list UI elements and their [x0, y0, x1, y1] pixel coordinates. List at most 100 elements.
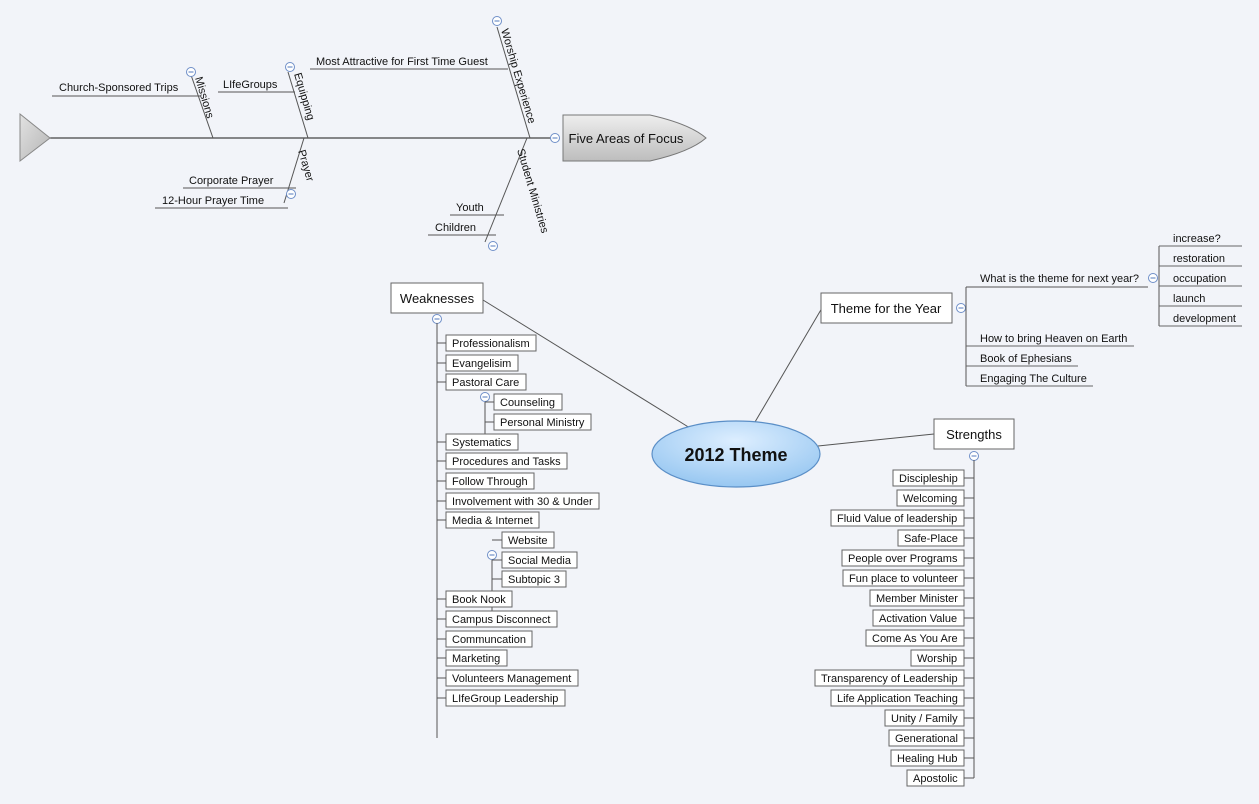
collapse-toggle-icon[interactable] [487, 550, 497, 560]
topic-label: Life Application Teaching [837, 693, 958, 705]
topic-welcoming[interactable]: Welcoming [896, 489, 965, 507]
topic-label: Website [508, 535, 548, 547]
central-topic[interactable]: 2012 Theme [651, 420, 821, 488]
topic-lifegroup-leadership[interactable]: LIfeGroup Leadership [445, 689, 566, 707]
topic-healing-hub[interactable]: Healing Hub [890, 749, 965, 767]
topic-label: Procedures and Tasks [452, 456, 561, 468]
topic-label: Healing Hub [897, 753, 958, 765]
leaf-youth[interactable]: Youth [456, 202, 484, 214]
topic-unity-family[interactable]: Unity / Family [884, 709, 965, 727]
topic-safe-place[interactable]: Safe-Place [897, 529, 965, 547]
collapse-toggle-icon[interactable] [550, 133, 560, 143]
topic-label: Transparency of Leadership [821, 673, 958, 685]
topic-social-media[interactable]: Social Media [501, 551, 578, 569]
topic-label: Fluid Value of leadership [837, 513, 957, 525]
topic-marketing[interactable]: Marketing [445, 649, 508, 667]
answer-occupation[interactable]: occupation [1173, 273, 1226, 285]
theme-title: Theme for the Year [831, 301, 942, 316]
topic-label: Activation Value [879, 613, 957, 625]
leaf-corporate-prayer[interactable]: Corporate Prayer [189, 175, 274, 187]
bone-missions[interactable]: Missions [192, 75, 216, 120]
connector-strengths [817, 433, 935, 447]
fishbone-diagram: Five Areas of Focus Worship Experience M… [19, 16, 707, 251]
topic-worship[interactable]: Worship [910, 649, 965, 667]
theme-question[interactable]: What is the theme for next year? [980, 273, 1139, 285]
topic-label: Follow Through [452, 476, 528, 488]
subtopic-how-to-bring-heaven-on-earth[interactable]: How to bring Heaven on Earth [980, 333, 1127, 345]
topic-apostolic[interactable]: Apostolic [906, 769, 965, 787]
topic-book-nook[interactable]: Book Nook [445, 590, 513, 608]
topic-volunteers-management[interactable]: Volunteers Management [445, 669, 579, 687]
theme-topic[interactable] [820, 292, 953, 324]
topic-label: Fun place to volunteer [849, 573, 958, 585]
topic-label: Apostolic [913, 773, 958, 785]
topic-communcation[interactable]: Communcation [445, 630, 533, 648]
topic-life-application-teaching[interactable]: Life Application Teaching [830, 689, 965, 707]
topic-procedures-and-tasks[interactable]: Procedures and Tasks [445, 452, 568, 470]
bone-prayer[interactable]: Prayer [295, 148, 316, 183]
topic-subtopic-3[interactable]: Subtopic 3 [501, 570, 567, 588]
topic-involvement-with-30-under[interactable]: Involvement with 30 & Under [445, 492, 600, 510]
topic-label: Generational [895, 733, 958, 745]
topic-label: Welcoming [903, 493, 957, 505]
topic-evangelisim[interactable]: Evangelisim [445, 354, 519, 372]
connector-theme [754, 307, 823, 423]
topic-label: Involvement with 30 & Under [452, 496, 593, 508]
answer-development[interactable]: development [1173, 313, 1236, 325]
topic-pastoral-care[interactable]: Pastoral Care [445, 373, 527, 391]
collapse-toggle-icon[interactable] [488, 241, 498, 251]
topic-campus-disconnect[interactable]: Campus Disconnect [445, 610, 558, 628]
weaknesses-topic[interactable] [390, 282, 484, 314]
collapse-toggle-icon[interactable] [969, 451, 979, 461]
collapse-toggle-icon[interactable] [956, 303, 966, 313]
leaf-church-trips[interactable]: Church-Sponsored Trips [59, 82, 179, 94]
answer-increase[interactable]: increase? [1173, 233, 1221, 245]
topic-label: Subtopic 3 [508, 574, 560, 586]
topic-label: Campus Disconnect [452, 614, 550, 626]
strengths-topic[interactable] [933, 418, 1015, 450]
topic-label: LIfeGroup Leadership [452, 693, 558, 705]
topic-personal-ministry[interactable]: Personal Ministry [493, 413, 592, 431]
fishbone-head[interactable]: Five Areas of Focus [562, 114, 707, 162]
topic-label: Systematics [452, 437, 512, 449]
collapse-toggle-icon[interactable] [1148, 273, 1158, 283]
connector-weaknesses [482, 299, 691, 429]
collapse-toggle-icon[interactable] [492, 16, 502, 26]
collapse-toggle-icon[interactable] [432, 314, 442, 324]
topic-label: Safe-Place [904, 533, 958, 545]
topic-label: People over Programs [848, 553, 958, 565]
leaf-children[interactable]: Children [435, 222, 476, 234]
subtopic-engaging-the-culture[interactable]: Engaging The Culture [980, 373, 1087, 385]
topic-follow-through[interactable]: Follow Through [445, 472, 535, 490]
collapse-toggle-icon[interactable] [286, 189, 296, 199]
collapse-toggle-icon[interactable] [285, 62, 295, 72]
topic-activation-value[interactable]: Activation Value [872, 609, 965, 627]
bone-worship-experience[interactable]: Worship Experience [498, 27, 537, 125]
topic-fluid-value-of-leadership[interactable]: Fluid Value of leadership [830, 509, 965, 527]
topic-counseling[interactable]: Counseling [493, 393, 563, 411]
topic-media-internet[interactable]: Media & Internet [445, 511, 540, 529]
topic-people-over-programs[interactable]: People over Programs [841, 549, 965, 567]
leaf-most-attractive[interactable]: Most Attractive for First Time Guest [316, 56, 488, 68]
collapse-toggle-icon[interactable] [186, 67, 196, 77]
topic-generational[interactable]: Generational [888, 729, 965, 747]
topic-systematics[interactable]: Systematics [445, 433, 519, 451]
topic-website[interactable]: Website [501, 531, 555, 549]
bone-student-ministries[interactable]: Student Ministries [514, 147, 550, 235]
topic-fun-place-to-volunteer[interactable]: Fun place to volunteer [842, 569, 965, 587]
answer-launch[interactable]: launch [1173, 293, 1205, 305]
collapse-toggle-icon[interactable] [480, 392, 490, 402]
topic-transparency-of-leadership[interactable]: Transparency of Leadership [814, 669, 965, 687]
leaf-prayer-time[interactable]: 12-Hour Prayer Time [162, 195, 264, 207]
topic-member-minister[interactable]: Member Minister [869, 589, 965, 607]
topic-label: Book Nook [452, 594, 506, 606]
answer-restoration[interactable]: restoration [1173, 253, 1225, 265]
weaknesses-title: Weaknesses [400, 291, 475, 306]
leaf-lifegroups[interactable]: LIfeGroups [223, 79, 278, 91]
topic-professionalism[interactable]: Professionalism [445, 334, 537, 352]
bone-equipping[interactable]: Equipping [291, 71, 316, 121]
topic-discipleship[interactable]: Discipleship [892, 469, 965, 487]
topic-come-as-you-are[interactable]: Come As You Are [865, 629, 965, 647]
subtopic-book-of-ephesians[interactable]: Book of Ephesians [980, 353, 1072, 365]
